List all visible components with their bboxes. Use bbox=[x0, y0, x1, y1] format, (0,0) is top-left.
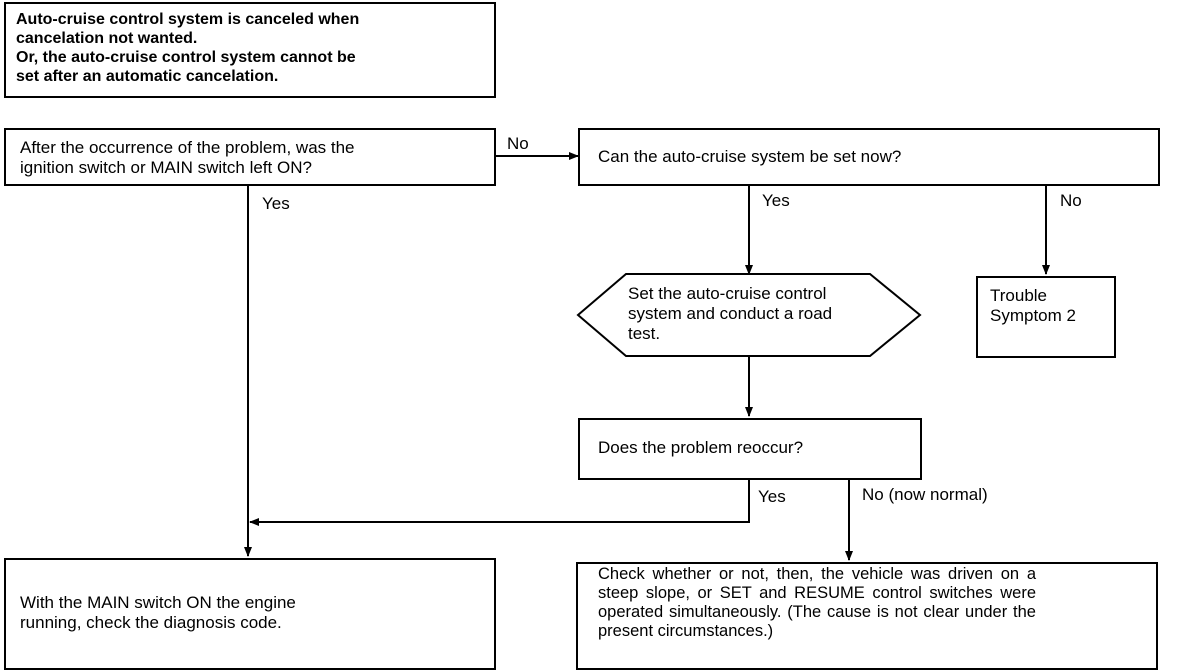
question-reoccur-box bbox=[578, 418, 922, 480]
question-ignition-box bbox=[4, 128, 496, 186]
header-text: Auto-cruise control system is canceled w… bbox=[16, 11, 360, 85]
question-set-now-box bbox=[578, 128, 1160, 186]
question-ignition-text: After the occurrence of the problem, was… bbox=[20, 138, 355, 177]
action-check-text: Check whether or not, then, the vehicle … bbox=[598, 565, 1036, 640]
action-diagnosis-box bbox=[4, 558, 496, 670]
header-box bbox=[4, 2, 496, 98]
road-test-hexagon bbox=[576, 273, 922, 357]
question-reoccur-text: Does the problem reoccur? bbox=[598, 438, 804, 457]
label-set-now-no: No bbox=[1060, 191, 1082, 210]
trouble-symptom-text: Trouble Symptom 2 bbox=[990, 286, 1076, 325]
action-check-box bbox=[576, 562, 1158, 670]
arrow-reoccur-yes bbox=[249, 480, 750, 526]
action-diagnosis-text: With the MAIN switch ON the engine runni… bbox=[20, 593, 296, 632]
action-road-test-text: Set the auto-cruise control system and c… bbox=[628, 284, 833, 343]
label-set-now-yes: Yes bbox=[762, 191, 790, 210]
trouble-symptom-box bbox=[976, 276, 1116, 358]
label-reoccur-yes: Yes bbox=[758, 487, 786, 506]
question-set-now-text: Can the auto-cruise system be set now? bbox=[598, 147, 902, 166]
label-reoccur-no: No (now normal) bbox=[862, 485, 988, 504]
label-ignition-yes: Yes bbox=[262, 194, 290, 213]
label-ignition-no: No bbox=[507, 134, 529, 153]
